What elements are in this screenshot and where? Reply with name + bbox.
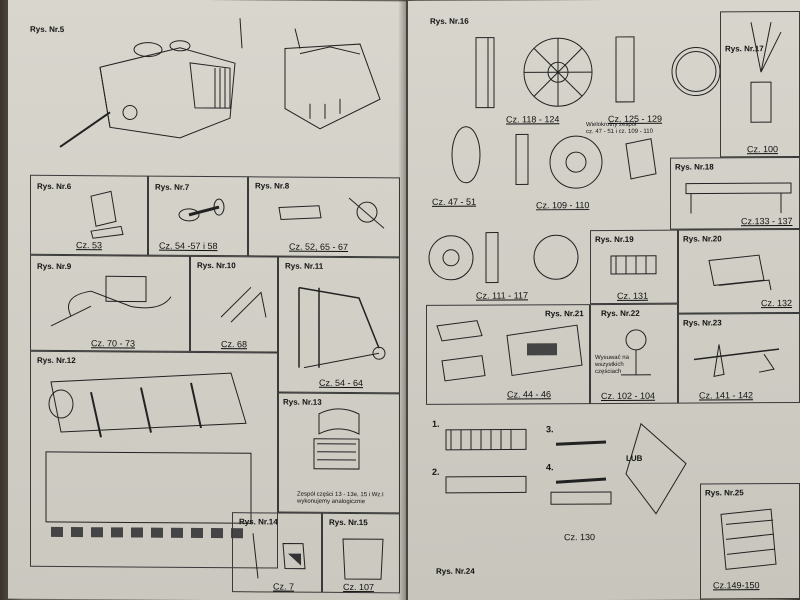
rys24-title: Rys. Nr.24 bbox=[436, 566, 475, 576]
rys7-drawing bbox=[178, 198, 225, 222]
rys20-drawing bbox=[708, 254, 772, 291]
rys10-cz: Cz. 68 bbox=[221, 339, 248, 350]
rys6-panel: Rys. Nr.6 Cz. 53 bbox=[30, 174, 148, 256]
idler-wheel-drawing bbox=[428, 232, 579, 284]
rys7-panel: Rys. Nr.7 Cz. 54 -57 i 58 bbox=[148, 175, 248, 257]
assembly-note: Wielokrotny zespół cz. 47 - 51 i cz. 109… bbox=[586, 121, 653, 136]
rys19-drawing bbox=[610, 255, 657, 275]
rys19-cz: Cz. 131 bbox=[617, 290, 649, 301]
rys9-drawing bbox=[50, 275, 172, 327]
rys22-drawing bbox=[621, 329, 651, 376]
rys14-drawing bbox=[252, 533, 306, 579]
rys21-panel: Rys. Nr.21 Cz. 44 - 46 bbox=[426, 304, 590, 405]
rys24-drawing bbox=[445, 422, 687, 515]
rys13-panel: Rys. Nr.13 Zespół części 13 - 13e, 15 i … bbox=[278, 392, 400, 514]
rys15-cz: Cz. 107 bbox=[343, 581, 375, 593]
rys9-panel: Rys. Nr.9 Cz. 70 - 73 bbox=[30, 254, 190, 352]
wheel-assembly-drawing bbox=[451, 126, 657, 189]
rys25-cz: Cz.149-150 bbox=[713, 580, 760, 591]
rys25-drawing bbox=[720, 508, 777, 570]
rys18-drawing bbox=[685, 182, 792, 214]
rys9-cz: Cz. 70 - 73 bbox=[91, 338, 136, 349]
cz111-panel: Cz. 111 - 117 bbox=[426, 212, 590, 305]
rys17-panel: Rys. Nr.17 Cz. 100 bbox=[720, 10, 800, 158]
rys7-cz: Cz. 54 -57 i 58 bbox=[159, 240, 218, 252]
rys21-drawing bbox=[436, 320, 583, 382]
rys10-drawing bbox=[220, 286, 267, 323]
rys8-drawing bbox=[278, 197, 385, 229]
rys8-cz: Cz. 52, 65 - 67 bbox=[289, 241, 349, 252]
rys11-drawing bbox=[298, 286, 386, 369]
rys18-panel: Rys. Nr.18 Cz.133 - 137 bbox=[670, 156, 800, 230]
rys24-cz: Cz. 130 bbox=[564, 532, 596, 543]
rys22-note: Wysuwać na wszystkich częściach bbox=[595, 354, 629, 376]
rys11-panel: Rys. Nr.11 Cz. 54 - 64 bbox=[278, 256, 400, 394]
rys21-cz: Cz. 44 - 46 bbox=[507, 389, 552, 400]
rys10-panel: Rys. Nr.10 Cz. 68 bbox=[190, 255, 278, 353]
rys12-panel: Rys. Nr.12 bbox=[30, 350, 278, 569]
rys18-cz: Cz.133 - 137 bbox=[741, 216, 793, 227]
rys17-cz: Cz. 100 bbox=[747, 144, 779, 155]
rys24-panel: 1. 2. 3. 4. LUB Cz. 130 Rys. Nr.24 bbox=[426, 403, 700, 600]
tank-hull-drawing bbox=[59, 18, 381, 148]
rys15-drawing bbox=[342, 538, 384, 580]
rys23-drawing bbox=[693, 344, 780, 378]
rys6-cz: Cz. 53 bbox=[76, 240, 103, 251]
rys11-cz: Cz. 54 - 64 bbox=[319, 377, 364, 389]
rys15-panel: Rys. Nr.15 Cz. 107 bbox=[322, 512, 400, 594]
rys14-panel: Rys. Nr.14 Cz. 7 bbox=[232, 512, 322, 593]
cz111-label: Cz. 111 - 117 bbox=[476, 290, 529, 301]
rys25-panel: Rys. Nr.25 Cz.149-150 bbox=[700, 482, 800, 600]
rys12-drawing bbox=[45, 372, 252, 539]
lub-label: LUB bbox=[626, 453, 643, 463]
cz47-110-panel: Wielokrotny zespół cz. 47 - 51 i cz. 109… bbox=[426, 114, 670, 211]
rys5-panel: Rys. Nr.5 bbox=[30, 7, 400, 178]
rys6-drawing bbox=[90, 190, 124, 239]
rys16-panel: Rys. Nr.16 Cz. 118 - 124 Cz. 125 - 129 bbox=[426, 11, 720, 129]
cz47-label: Cz. 47 - 51 bbox=[432, 196, 477, 207]
cz109-label: Cz. 109 - 110 bbox=[536, 200, 590, 211]
rys20-cz: Cz. 132 bbox=[761, 298, 793, 309]
left-page: Rys. Nr.5 Rys. Nr.6 Cz. 53 bbox=[8, 0, 406, 600]
right-page: Rys. Nr.16 Cz. 118 - 124 Cz. 125 - 129 R… bbox=[408, 0, 800, 600]
rys8-panel: Rys. Nr.8 Cz. 52, 65 - 67 bbox=[248, 176, 400, 258]
rys20-panel: Rys. Nr.20 Cz. 132 bbox=[678, 228, 800, 314]
rys13-drawing bbox=[313, 408, 360, 470]
rys22-panel: Rys. Nr.22 Wysuwać na wszystkich częścia… bbox=[590, 303, 678, 405]
rys19-panel: Rys. Nr.19 Cz. 131 bbox=[590, 229, 678, 305]
rys22-cz: Cz. 102 - 104 bbox=[601, 390, 656, 402]
rys13-note: Zespół części 13 - 13e, 15 i Wz.I wykonu… bbox=[297, 491, 384, 506]
rys23-cz: Cz. 141 - 142 bbox=[699, 390, 754, 401]
rys23-panel: Rys. Nr.23 Cz. 141 - 142 bbox=[678, 312, 800, 404]
rys17-drawing bbox=[750, 22, 782, 123]
rys16-drawing bbox=[475, 36, 720, 109]
rys14-cz: Cz. 7 bbox=[273, 581, 295, 592]
